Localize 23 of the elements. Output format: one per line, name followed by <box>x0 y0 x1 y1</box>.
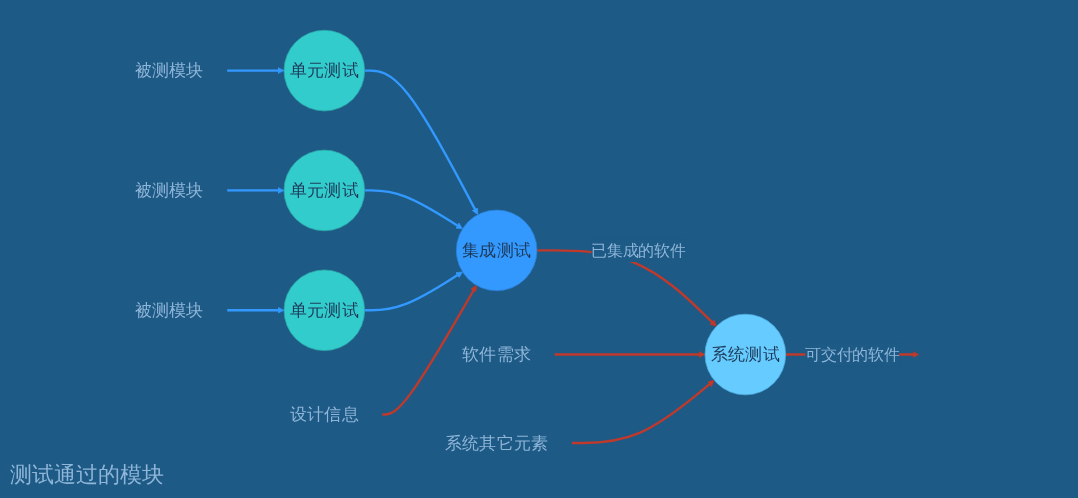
node-text: 设计信息 <box>290 404 360 425</box>
node-text: 被测模块 <box>135 60 205 81</box>
arrow <box>365 69 479 215</box>
node-circle: 系统测试 <box>705 313 787 396</box>
arrow <box>365 271 464 312</box>
node-circle: 集成测试 <box>456 209 538 292</box>
node-circle: 单元测试 <box>284 269 366 351</box>
edge-label: 已集成的软件 <box>591 240 686 260</box>
arrow <box>572 379 715 445</box>
node-text: 被测模块 <box>135 300 205 321</box>
arrow <box>227 187 285 194</box>
edge-label: 可交付的软件 <box>805 345 900 364</box>
node-text: 系统其它元素 <box>445 433 549 453</box>
note-label: 测试通过的模块 <box>10 461 164 489</box>
arrow <box>382 285 478 416</box>
node-circle: 单元测试 <box>284 149 366 232</box>
node-text: 被测模块 <box>135 180 205 201</box>
arrow <box>227 67 285 75</box>
arrow <box>227 306 285 314</box>
node-circle: 单元测试 <box>284 29 366 112</box>
arrow <box>365 189 464 230</box>
node-text: 软件需求 <box>462 344 532 365</box>
arrow <box>555 351 706 358</box>
